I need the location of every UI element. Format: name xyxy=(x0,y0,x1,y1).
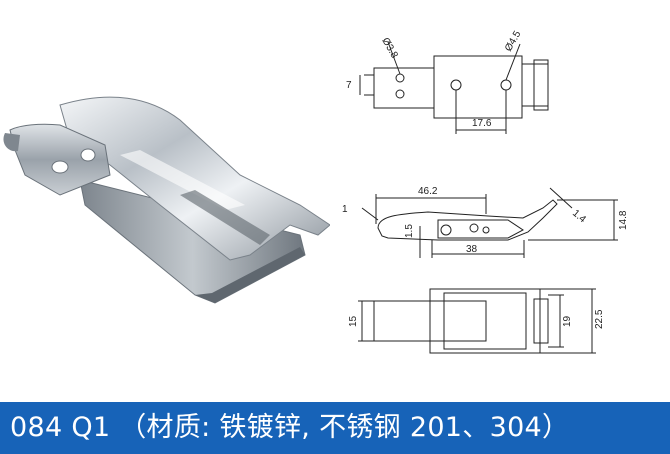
mount-hole-right xyxy=(80,148,96,162)
product-photo xyxy=(3,96,330,304)
dim-base-length: 38 xyxy=(466,244,478,255)
caption-bar: 084 Q1 （材质: 铁镀锌, 不锈钢 201、304） xyxy=(0,402,670,454)
dim-left: 15 xyxy=(348,315,359,327)
dim-height: 7 xyxy=(346,80,352,91)
dim-length: 46.2 xyxy=(418,186,438,197)
shadow-strip xyxy=(180,190,270,245)
dim-base-height: 1.5 xyxy=(404,224,415,238)
dim-inner: 19 xyxy=(562,315,573,327)
dim-height: 14.8 xyxy=(618,210,628,230)
dim-spacing: 17.6 xyxy=(472,118,492,129)
latch-lever xyxy=(59,96,330,261)
dim-thickness: 1 xyxy=(342,204,348,215)
drawing-top-view: Ø3.8 Ø4.5 7 17.6 xyxy=(346,29,549,134)
drawing-side-view: 46.2 1 1.4 1.5 14.8 38 xyxy=(342,186,628,258)
dim-hook: 1.4 xyxy=(570,208,588,226)
hole-left-top xyxy=(395,73,405,83)
hole-right-a xyxy=(450,79,462,91)
curl-edge xyxy=(3,133,20,152)
hole-right-b xyxy=(500,79,512,91)
hole-left-bottom xyxy=(395,89,405,99)
dim-outer: 22.5 xyxy=(594,309,605,329)
latch-hook-plate xyxy=(9,123,111,196)
dim-left-hole: Ø3.8 xyxy=(379,36,400,61)
mount-hole-left xyxy=(51,160,69,174)
latch-base-side xyxy=(195,247,305,303)
drawing-bottom-view: 15 19 22.5 xyxy=(348,288,605,354)
product-caption: 084 Q1 （材质: 铁镀锌, 不锈钢 201、304） xyxy=(10,412,570,443)
dim-right-hole: Ø4.5 xyxy=(503,29,524,54)
highlight xyxy=(120,150,245,210)
